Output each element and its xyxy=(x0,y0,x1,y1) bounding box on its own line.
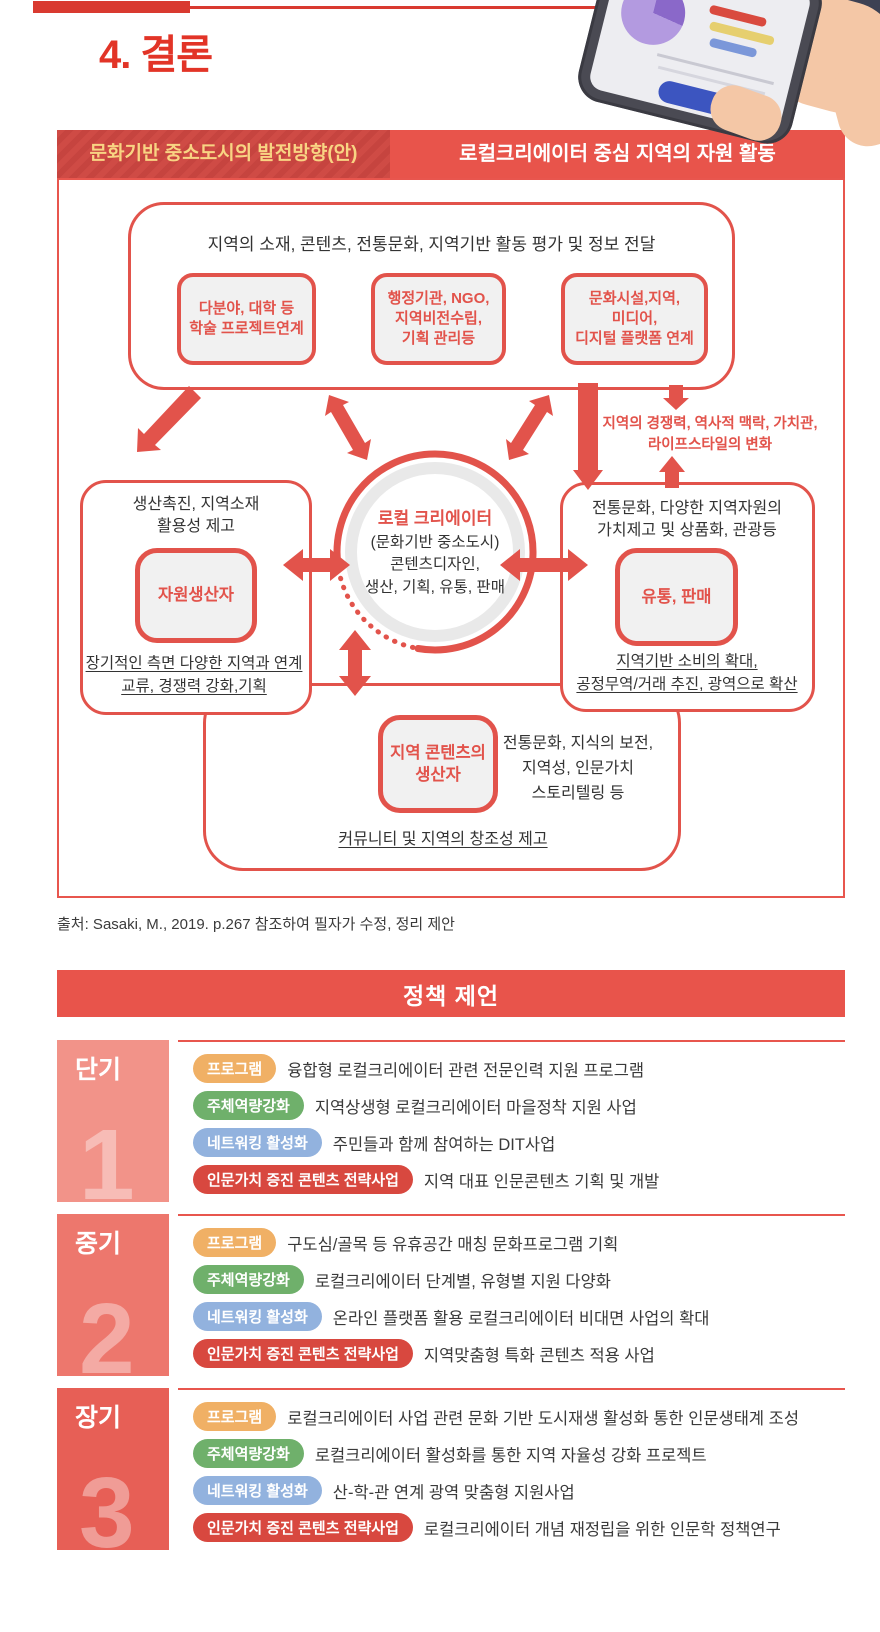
section-rows: 프로그램 구도심/골목 등 유휴공간 매칭 문화프로그램 기획 주체역량강화 로… xyxy=(193,1224,709,1372)
arrow-to-left-box xyxy=(137,386,201,452)
section-rows: 프로그램 로컬크리에이터 사업 관련 문화 기반 도시재생 활성화 통한 인문생… xyxy=(193,1398,799,1546)
policy-row: 주체역량강화 로컬크리에이터 활성화를 통한 지역 자율성 강화 프로젝트 xyxy=(193,1435,799,1472)
section-label: 단기 xyxy=(75,1056,122,1084)
double-arrow-top-left xyxy=(325,395,371,460)
tag-program: 프로그램 xyxy=(193,1228,277,1257)
tag-networking: 네트워킹 활성화 xyxy=(193,1476,322,1505)
tag-program: 프로그램 xyxy=(193,1402,277,1431)
policy-row: 네트워킹 활성화 산-학-관 연계 광역 맞춤형 지원사업 xyxy=(193,1472,799,1509)
tag-networking: 네트워킹 활성화 xyxy=(193,1128,322,1157)
node-academic: 다분야, 대학 등 학술 프로젝트연계 xyxy=(177,273,316,365)
content-producer-note: 전통문화, 지식의 보전, 지역성, 인문가치 스토리텔링 등 xyxy=(502,735,654,802)
policy-text: 로컬크리에이터 개념 재정립을 위한 인문학 정책연구 xyxy=(423,1520,781,1539)
tag-program: 프로그램 xyxy=(193,1054,277,1083)
content-producer-node: 지역 콘텐츠의 생산자 xyxy=(378,715,498,813)
bar-graphic-blue xyxy=(708,37,758,58)
policy-text: 구도심/골목 등 유휴공간 매칭 문화프로그램 기획 xyxy=(287,1235,619,1254)
section-divider-line xyxy=(178,1388,845,1390)
thick-arrow-to-right-box xyxy=(573,383,603,490)
section-label: 장기 xyxy=(75,1404,122,1432)
tag-humanities: 인문가치 증진 콘텐츠 전략사업 xyxy=(193,1513,413,1542)
policy-banner: 정책 제언 xyxy=(57,970,845,1017)
double-arrow-bottom-vertical xyxy=(339,630,371,696)
policy-row: 인문가치 증진 콘텐츠 전략사업 로컬크리에이터 개념 재정립을 위한 인문학 … xyxy=(193,1509,799,1546)
local-creator-diagram: 문화기반 중소도시의 발전방향(안) 로컬크리에이터 중심 지역의 자원 활동 … xyxy=(57,130,845,898)
diagram-arrows-and-circle xyxy=(137,383,689,696)
section-label-column: 단기 1 xyxy=(57,1040,169,1202)
node-administration: 행정기관, NGO, 지역비전수립, 기획 관리등 xyxy=(371,273,506,365)
center-circle-lines: (문화기반 중소도시) 콘텐츠디자인, 생산, 기획, 유통, 판매 xyxy=(365,534,505,596)
policy-text: 지역맞춤형 특화 콘텐츠 적용 사업 xyxy=(423,1346,655,1365)
community-creativity-caption: 커뮤니티 및 지역의 창조성 제고 xyxy=(338,831,548,848)
policy-row: 인문가치 증진 콘텐츠 전략사업 지역맞춤형 특화 콘텐츠 적용 사업 xyxy=(193,1335,709,1372)
section-divider-line xyxy=(178,1040,845,1042)
section-number: 1 xyxy=(79,1109,135,1202)
policy-text: 산-학-관 연계 광역 맞춤형 지원사업 xyxy=(332,1483,575,1502)
region-change-note: 지역의 경쟁력, 역사적 맥락, 가치관, 라이프스타일의 변화 xyxy=(602,416,818,454)
section-number: 3 xyxy=(79,1457,135,1550)
policy-row: 네트워킹 활성화 온라인 플랫폼 활용 로컬크리에이터 비대면 사업의 확대 xyxy=(193,1298,709,1335)
section-label: 중기 xyxy=(75,1230,122,1258)
policy-text: 주민들과 함께 참여하는 DIT사업 xyxy=(332,1135,556,1154)
top-rule-line xyxy=(33,6,845,9)
policy-text: 지역 대표 인문콘텐츠 기획 및 개발 xyxy=(423,1172,660,1191)
tag-capacity: 주체역량강화 xyxy=(193,1091,304,1120)
center-circle-red-ring xyxy=(333,450,537,654)
source-citation: 출처: Sasaki, M., 2019. p.267 참조하여 필자가 수정,… xyxy=(57,916,455,933)
producer-box-note: 장기적인 측면 다양한 지역과 연계 교류, 경쟁력 강화,기획 xyxy=(85,655,303,696)
smartphone-graphic xyxy=(572,0,828,150)
node-culture-media: 문화시설,지역, 미디어, 디지털 플랫폼 연계 xyxy=(561,273,708,365)
center-circle-text: 로컬 크리에이터 (문화기반 중소도시) 콘텐츠디자인, 생산, 기획, 유통,… xyxy=(345,504,525,599)
policy-row: 프로그램 로컬크리에이터 사업 관련 문화 기반 도시재생 활성화 통한 인문생… xyxy=(193,1398,799,1435)
double-arrow-left-horizontal xyxy=(283,549,350,581)
distribution-box-note: 지역기반 소비의 확대, 공정무역/거래 추진, 광역으로 확산 xyxy=(576,653,798,694)
resource-producer-node: 자원생산자 xyxy=(135,548,257,643)
tag-humanities: 인문가치 증진 콘텐츠 전략사업 xyxy=(193,1339,413,1368)
phone-illustration xyxy=(560,0,880,180)
policy-row: 프로그램 융합형 로컬크리에이터 관련 전문인력 지원 프로그램 xyxy=(193,1050,659,1087)
center-circle-title: 로컬 크리에이터 xyxy=(377,509,493,528)
policy-section-mid-term: 중기 2 프로그램 구도심/골목 등 유휴공간 매칭 문화프로그램 기획 주체역… xyxy=(57,1214,845,1376)
distribution-sales-node: 유통, 판매 xyxy=(615,548,738,646)
double-arrow-right-horizontal xyxy=(500,549,588,581)
center-circle-dotted-arc xyxy=(336,566,421,651)
policy-text: 로컬크리에이터 단계별, 유형별 지원 다양화 xyxy=(314,1272,611,1291)
top-accent-bar xyxy=(33,1,190,13)
policy-row: 주체역량강화 지역상생형 로컬크리에이터 마을정착 지원 사업 xyxy=(193,1087,659,1124)
top-group-caption: 지역의 소재, 콘텐츠, 전통문화, 지역기반 활동 평가 및 정보 전달 xyxy=(207,235,656,254)
pie-chart-graphic xyxy=(614,0,692,52)
section-number: 2 xyxy=(79,1283,135,1376)
section-label-column: 장기 3 xyxy=(57,1388,169,1550)
tag-capacity: 주체역량강화 xyxy=(193,1265,304,1294)
policy-text: 로컬크리에이터 사업 관련 문화 기반 도시재생 활성화 통한 인문생태계 조성 xyxy=(287,1409,800,1428)
tag-humanities: 인문가치 증진 콘텐츠 전략사업 xyxy=(193,1165,413,1194)
distribution-box-caption: 전통문화, 다양한 지역자원의 가치제고 및 상품화, 관광등 xyxy=(592,500,782,540)
policy-text: 지역상생형 로컬크리에이터 마을정착 지원 사업 xyxy=(314,1098,637,1117)
policy-row: 네트워킹 활성화 주민들과 함께 참여하는 DIT사업 xyxy=(193,1124,659,1161)
diagram-frame xyxy=(57,178,845,898)
policy-text: 온라인 플랫폼 활용 로컬크리에이터 비대면 사업의 확대 xyxy=(332,1309,710,1328)
policy-text: 로컬크리에이터 활성화를 통한 지역 자율성 강화 프로젝트 xyxy=(314,1446,707,1465)
producer-box-caption: 생산촉진, 지역소재 활용성 제고 xyxy=(132,496,260,536)
policy-section-short-term: 단기 1 프로그램 융합형 로컬크리에이터 관련 전문인력 지원 프로그램 주체… xyxy=(57,1040,845,1202)
arrow-up-from-right-box xyxy=(659,456,685,488)
arrow-down-to-note xyxy=(663,385,689,410)
tag-networking: 네트워킹 활성화 xyxy=(193,1302,322,1331)
policy-text: 융합형 로컬크리에이터 관련 전문인력 지원 프로그램 xyxy=(287,1061,645,1080)
section-rows: 프로그램 융합형 로컬크리에이터 관련 전문인력 지원 프로그램 주체역량강화 … xyxy=(193,1050,659,1198)
page-title: 4. 결론 xyxy=(99,33,213,77)
section-label-column: 중기 2 xyxy=(57,1214,169,1376)
double-arrow-top-right xyxy=(506,395,553,460)
policy-row: 프로그램 구도심/골목 등 유휴공간 매칭 문화프로그램 기획 xyxy=(193,1224,709,1261)
section-divider-line xyxy=(178,1214,845,1216)
policy-row: 인문가치 증진 콘텐츠 전략사업 지역 대표 인문콘텐츠 기획 및 개발 xyxy=(193,1161,659,1198)
policy-row: 주체역량강화 로컬크리에이터 단계별, 유형별 지원 다양화 xyxy=(193,1261,709,1298)
policy-section-long-term: 장기 3 프로그램 로컬크리에이터 사업 관련 문화 기반 도시재생 활성화 통… xyxy=(57,1388,845,1550)
diagram-header-left: 문화기반 중소도시의 발전방향(안) xyxy=(57,130,390,178)
diagram-header-right: 로컬크리에이터 중심 지역의 자원 활동 xyxy=(390,130,845,178)
tag-capacity: 주체역량강화 xyxy=(193,1439,304,1468)
